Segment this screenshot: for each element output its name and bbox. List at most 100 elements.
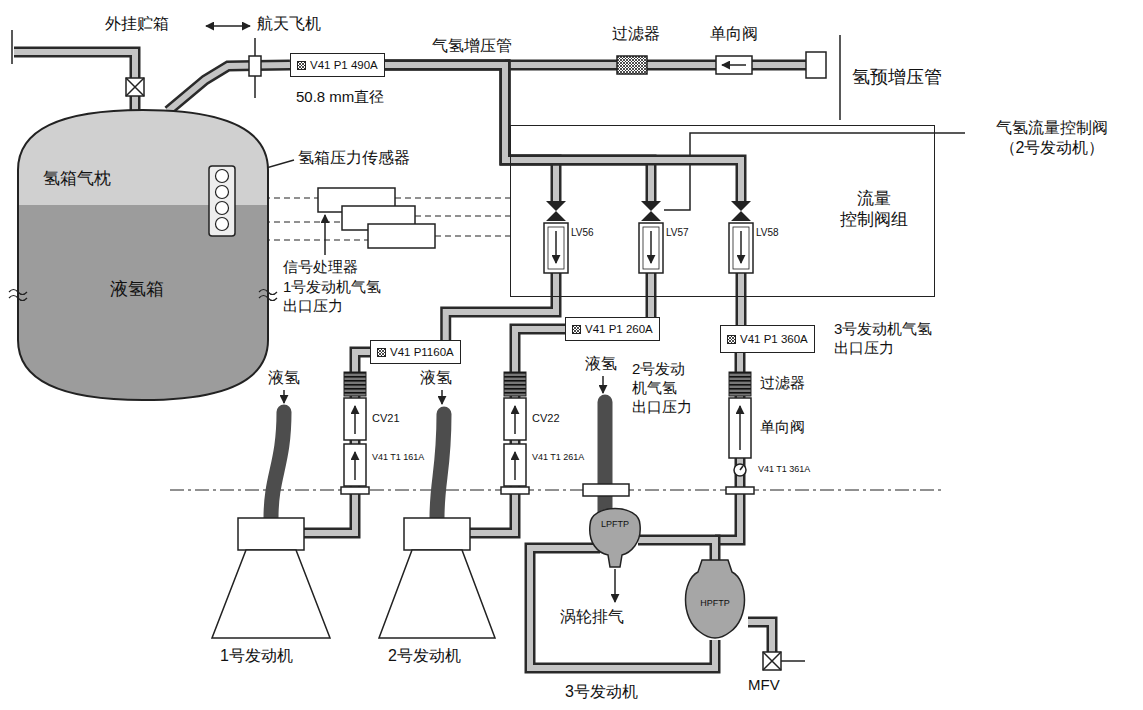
pipe-connector — [651, 273, 652, 317]
check-valve-stack — [354, 406, 356, 434]
node-text: LV57 — [666, 227, 689, 240]
pipe-connector — [638, 540, 715, 560]
pipe-outline — [14, 52, 135, 112]
sensor-icon — [378, 348, 386, 356]
double-arrow — [206, 25, 250, 27]
pipe-core — [304, 352, 370, 533]
pipe-outline — [304, 352, 370, 533]
pipe-connector — [385, 65, 741, 201]
label-text: 液氢 — [268, 368, 300, 388]
pump-symbol: HPFTP — [680, 560, 750, 640]
node-text: 氢箱气枕 — [43, 168, 111, 189]
node-text: V41 P1 360A — [740, 332, 808, 346]
shutoff-valve-symbol — [126, 78, 144, 96]
pressure-sensor — [216, 170, 229, 183]
pipe-connector — [385, 65, 741, 201]
check-valve-stack — [344, 444, 366, 486]
node-text: HPFTP — [680, 598, 750, 609]
pipe-flange — [839, 35, 841, 120]
sensor-icon — [727, 335, 736, 344]
hydrogen-tank: 氢箱气枕液氢箱 — [18, 110, 268, 400]
shutoff-valve-symbol — [126, 78, 144, 96]
pipe-outline — [470, 329, 565, 533]
valve-body — [733, 227, 749, 269]
label-text: 气氢增压管 — [432, 36, 512, 56]
pipe-connector — [385, 65, 556, 201]
pipe-connector — [385, 65, 556, 201]
sensor-icon — [728, 335, 736, 343]
pipe-connector — [385, 65, 741, 201]
flow-arrow — [602, 376, 604, 393]
pipe-core — [14, 52, 135, 112]
label-text: 单向阀 — [710, 24, 758, 44]
node-text: V41 P1 490A — [310, 58, 378, 72]
label-text: 液氢 — [420, 368, 452, 388]
flow-arrow — [555, 231, 557, 263]
pipe-connector — [741, 273, 742, 325]
disconnect-symbol — [249, 56, 261, 76]
check-valve-stack — [739, 406, 741, 450]
engine-symbol — [212, 550, 330, 638]
pump-symbol — [590, 509, 640, 568]
pipe-connector — [736, 273, 747, 325]
check-valve-stack — [740, 466, 743, 470]
pipe-connector — [738, 273, 744, 325]
engine-symbol — [379, 550, 495, 638]
pipe-connector — [385, 65, 651, 201]
liquid-hydrogen-pipe — [437, 414, 444, 518]
flow-arrow — [441, 390, 443, 404]
sensor-box: V41 P1 360A — [720, 325, 815, 353]
check-valve-stack — [729, 372, 751, 396]
dash-dot-centerline — [170, 490, 945, 491]
check-valve-symbol — [716, 56, 752, 74]
pipe-connector — [646, 273, 657, 317]
flow-control-valve: LV57 — [636, 201, 700, 273]
disconnect-symbol — [249, 38, 261, 98]
engine-symbol — [212, 518, 495, 638]
check-valve-stack — [504, 372, 526, 396]
pressure-sensor — [216, 218, 229, 231]
wall-line — [11, 30, 13, 64]
valve-body — [548, 227, 564, 269]
pipe-connector — [168, 65, 290, 111]
sensor-icon — [298, 61, 306, 69]
leader-line — [664, 133, 965, 210]
flow-control-valve: LV56 — [541, 201, 605, 273]
label-text: CV22 — [532, 412, 560, 426]
label-text: 航天飞机 — [257, 14, 321, 34]
pipe-connector — [446, 273, 556, 340]
pipe-connector — [168, 65, 290, 111]
label-text: CV21 — [372, 412, 400, 426]
liquid-hydrogen-pipe — [271, 402, 605, 518]
valve-group-box: 流量 控制阀组LV56LV57LV58 — [510, 125, 935, 297]
liquid-hydrogen — [18, 110, 268, 400]
check-valve-stack — [514, 452, 516, 480]
tank-outline — [18, 110, 268, 400]
check-valve-stack — [734, 464, 746, 476]
pipe-core — [748, 622, 772, 652]
node-text: LV56 — [571, 227, 594, 240]
sensor-box: V41 P1160A — [370, 340, 461, 364]
check-valve-stack — [583, 484, 629, 496]
check-valve-stack — [514, 406, 516, 434]
shutoff-valve-symbol — [763, 652, 781, 670]
engine-symbol — [404, 518, 470, 550]
node-text: V41 P1 260A — [585, 322, 653, 336]
pressure-sensor — [216, 202, 229, 215]
valve-symbol — [546, 201, 566, 221]
check-valve-stack — [726, 487, 754, 494]
engine-symbol — [238, 518, 304, 550]
label-text: 液氢 — [585, 354, 617, 374]
pipe-outline — [14, 52, 808, 668]
label-text: 过滤器 — [612, 24, 660, 44]
pipe-outline — [748, 622, 772, 652]
sensor-box: V41 P1 490A — [290, 53, 385, 77]
valve-body — [544, 223, 568, 273]
check-valve-stack — [501, 487, 529, 494]
sensor-icon — [572, 325, 581, 334]
pump-symbol: LPFTP — [580, 495, 650, 567]
pipe-connector — [385, 65, 651, 201]
label-text: 单向阀 — [760, 418, 805, 437]
node-text: LV58 — [756, 227, 779, 240]
check-valve-stack — [344, 372, 366, 396]
